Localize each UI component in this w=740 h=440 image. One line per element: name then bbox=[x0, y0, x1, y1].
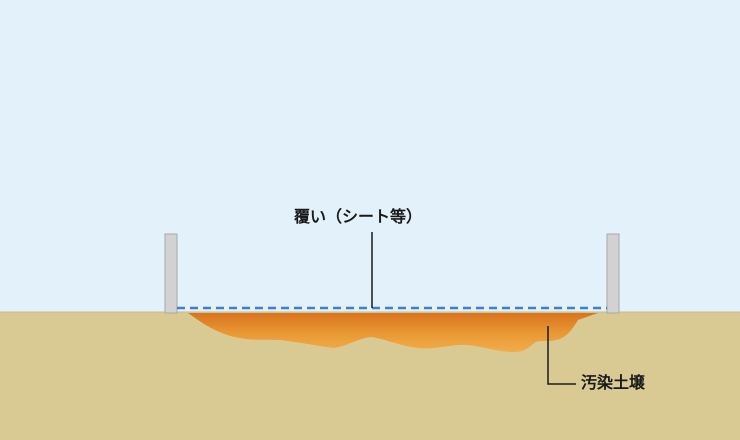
contaminated-soil-area bbox=[188, 313, 598, 352]
sky-background bbox=[0, 0, 740, 312]
soil-leader-line bbox=[547, 326, 576, 385]
right-post bbox=[606, 233, 620, 314]
cover-label: 覆い（シート等） bbox=[294, 207, 423, 226]
contaminated-soil-label: 汚染土壌 bbox=[581, 373, 646, 392]
left-post bbox=[164, 233, 178, 314]
